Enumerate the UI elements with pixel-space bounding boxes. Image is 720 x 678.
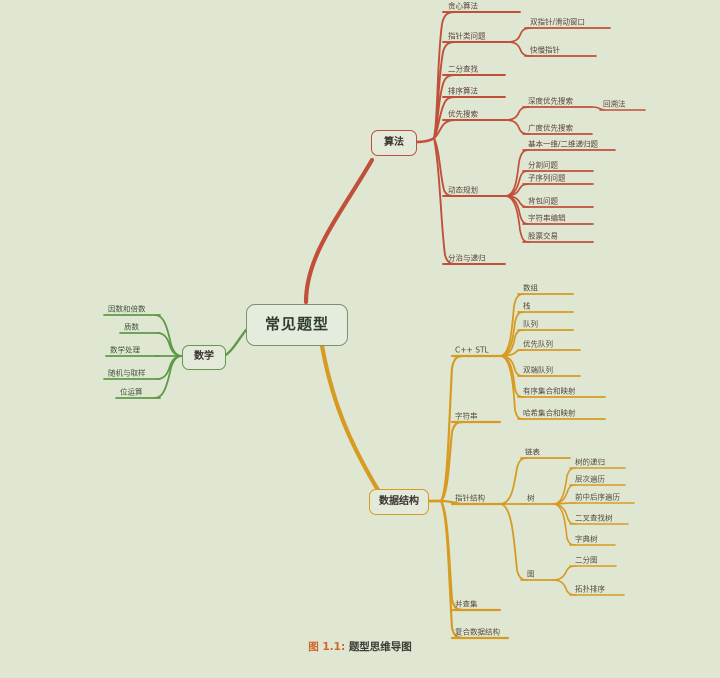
leaf-stack[interactable]: 栈 — [523, 301, 531, 311]
leaf-pointer-problems[interactable]: 指针类问题 — [448, 31, 486, 41]
leaf-binary-search-tree[interactable]: 二叉查找树 — [575, 513, 613, 523]
leaf-sorting-algorithm[interactable]: 排序算法 — [448, 86, 478, 96]
mindmap-root-node[interactable]: 常见题型 — [246, 304, 348, 346]
leaf-priority-search[interactable]: 优先搜索 — [448, 109, 478, 119]
leaf-deque[interactable]: 双端队列 — [523, 365, 553, 375]
leaf-trie[interactable]: 字典树 — [575, 534, 598, 544]
leaf-dp-stock-trading[interactable]: 股票交易 — [528, 231, 558, 241]
leaf-bfs[interactable]: 广度优先搜索 — [528, 123, 573, 133]
leaf-random-and-sampling[interactable]: 随机与取样 — [108, 368, 146, 378]
figure-caption: 图 1.1: 题型思维导图 — [0, 639, 720, 654]
leaf-greedy-algorithm[interactable]: 贪心算法 — [448, 1, 478, 11]
leaf-union-find[interactable]: 并查集 — [455, 599, 478, 609]
leaf-divide-and-recursion[interactable]: 分治与递归 — [448, 253, 486, 263]
leaf-math-processing[interactable]: 数学处理 — [110, 345, 140, 355]
root-label: 常见题型 — [264, 315, 329, 333]
leaf-hash-set-map[interactable]: 哈希集合和映射 — [523, 408, 576, 418]
leaf-graph[interactable]: 图 — [527, 569, 535, 579]
leaf-composite-data-structure[interactable]: 复合数据结构 — [455, 627, 500, 637]
branch-label-math: 数学 — [194, 351, 214, 362]
branch-label-data-structure: 数据结构 — [379, 496, 419, 507]
leaf-topological-sort[interactable]: 拓扑排序 — [575, 584, 605, 594]
leaf-dp-string-edit[interactable]: 字符串编辑 — [528, 213, 566, 223]
leaf-fast-slow-pointer[interactable]: 快慢指针 — [530, 45, 560, 55]
leaf-queue[interactable]: 队列 — [523, 319, 538, 329]
leaf-two-pointer-sliding-window[interactable]: 双指针/滑动窗口 — [530, 17, 586, 27]
leaf-ordered-set-map[interactable]: 有序集合和映射 — [523, 386, 576, 396]
leaf-dp-basic-1d-2d[interactable]: 基本一维/二维递归题 — [528, 139, 599, 149]
leaf-dp-partition[interactable]: 分割问题 — [528, 160, 558, 170]
leaf-string[interactable]: 字符串 — [455, 411, 478, 421]
leaf-pre-in-post-order-traversal[interactable]: 前中后序遍历 — [575, 492, 620, 502]
leaf-prime-numbers[interactable]: 质数 — [124, 322, 139, 332]
figure-caption-number: 图 1.1: — [308, 641, 346, 653]
leaf-array[interactable]: 数组 — [523, 283, 538, 293]
leaf-bipartite-graph[interactable]: 二分图 — [575, 555, 598, 565]
leaf-linked-list[interactable]: 链表 — [525, 447, 540, 457]
leaf-binary-search[interactable]: 二分查找 — [448, 64, 478, 74]
leaf-bitwise-operation[interactable]: 位运算 — [120, 387, 143, 397]
leaf-dynamic-programming[interactable]: 动态规划 — [448, 185, 478, 195]
leaf-priority-queue[interactable]: 优先队列 — [523, 339, 553, 349]
leaf-level-order-traversal[interactable]: 层次遍历 — [575, 474, 605, 484]
branch-node-math[interactable]: 数学 — [182, 345, 226, 370]
figure-caption-text: 题型思维导图 — [348, 641, 412, 653]
leaf-tree-recursion[interactable]: 树的递归 — [575, 457, 605, 467]
leaf-dfs[interactable]: 深度优先搜索 — [528, 96, 573, 106]
branch-label-algorithm: 算法 — [384, 137, 404, 148]
leaf-factors-and-multiples[interactable]: 因数和倍数 — [108, 304, 146, 314]
branch-node-algorithm[interactable]: 算法 — [371, 130, 417, 156]
branch-node-data-structure[interactable]: 数据结构 — [369, 489, 429, 515]
leaf-cpp-stl[interactable]: C++ STL — [455, 345, 489, 355]
leaf-pointer-structure[interactable]: 指针结构 — [455, 493, 485, 503]
leaf-dp-knapsack[interactable]: 背包问题 — [528, 196, 558, 206]
leaf-tree[interactable]: 树 — [527, 493, 535, 503]
leaf-dp-subsequence[interactable]: 子序列问题 — [528, 173, 566, 183]
leaf-backtracking[interactable]: 回溯法 — [603, 99, 626, 109]
